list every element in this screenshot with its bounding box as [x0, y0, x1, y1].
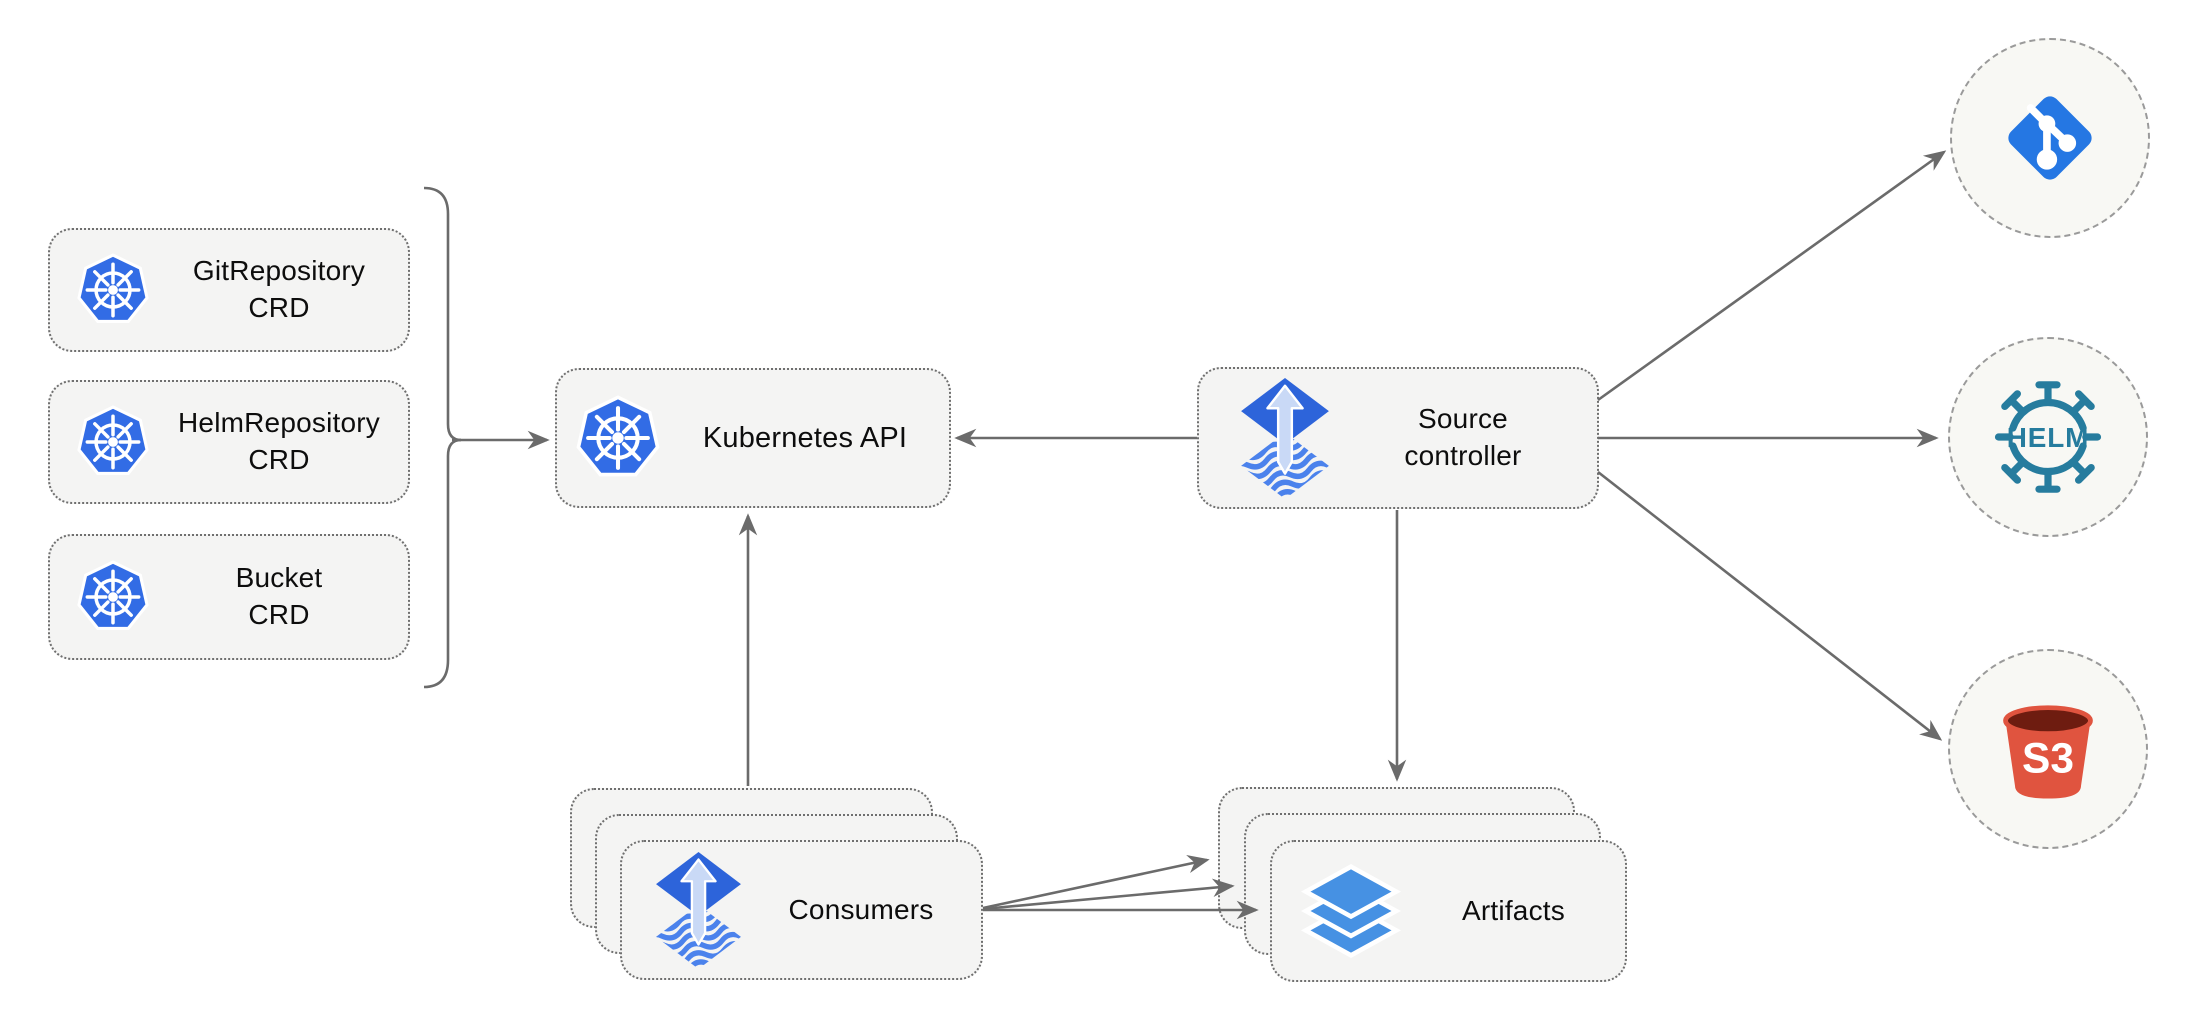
node-label: Consumers: [788, 893, 934, 925]
edge-consumers-to-artifacts-2: [982, 878, 1235, 911]
node-artifacts: Artifacts: [1270, 840, 1627, 982]
node-label: Kubernetes API: [702, 421, 908, 454]
kubernetes-icon: [77, 405, 149, 476]
node-label: Source controller: [1404, 403, 1522, 471]
crd-group-bracket: [423, 438, 462, 689]
endpoint-helm-repository: HELM: [1948, 337, 2148, 537]
node-helmrepository-crd: HelmRepository CRD: [48, 380, 410, 504]
node-bucket-crd: Bucket CRD: [48, 534, 410, 660]
edge-source-to-git: [1597, 150, 1947, 402]
kubernetes-icon: [77, 560, 149, 631]
node-consumers: Consumers: [620, 840, 983, 980]
node-label: HelmRepository CRD: [178, 407, 380, 475]
edge-source-to-s3: [1597, 470, 1943, 741]
kubernetes-icon: [575, 395, 661, 481]
node-source-controller: Source controller: [1197, 367, 1599, 509]
node-label: GitRepository CRD: [192, 255, 366, 323]
flux-icon: [656, 852, 741, 969]
git-logo-icon: [2008, 96, 2092, 180]
crd-group-bracket: [423, 186, 462, 442]
node-kubernetes-api: Kubernetes API: [555, 368, 951, 508]
kubernetes-icon: [77, 253, 149, 324]
edge-consumers-to-artifacts-1: [982, 855, 1210, 910]
helm-logo-icon: HELM: [1994, 381, 2102, 493]
node-label: Artifacts: [1462, 894, 1565, 926]
s3-logo-text: S3: [2022, 736, 2074, 783]
endpoint-git-repository: [1950, 38, 2150, 238]
node-label: Bucket CRD: [235, 562, 323, 630]
node-gitrepository-crd: GitRepository CRD: [48, 228, 410, 352]
helm-logo-text: HELM: [2007, 422, 2090, 453]
flux-icon: [1241, 378, 1329, 499]
endpoint-s3-bucket: S3: [1948, 649, 2148, 849]
layers-icon: [1300, 864, 1402, 958]
s3-bucket-icon: S3: [2003, 705, 2093, 799]
